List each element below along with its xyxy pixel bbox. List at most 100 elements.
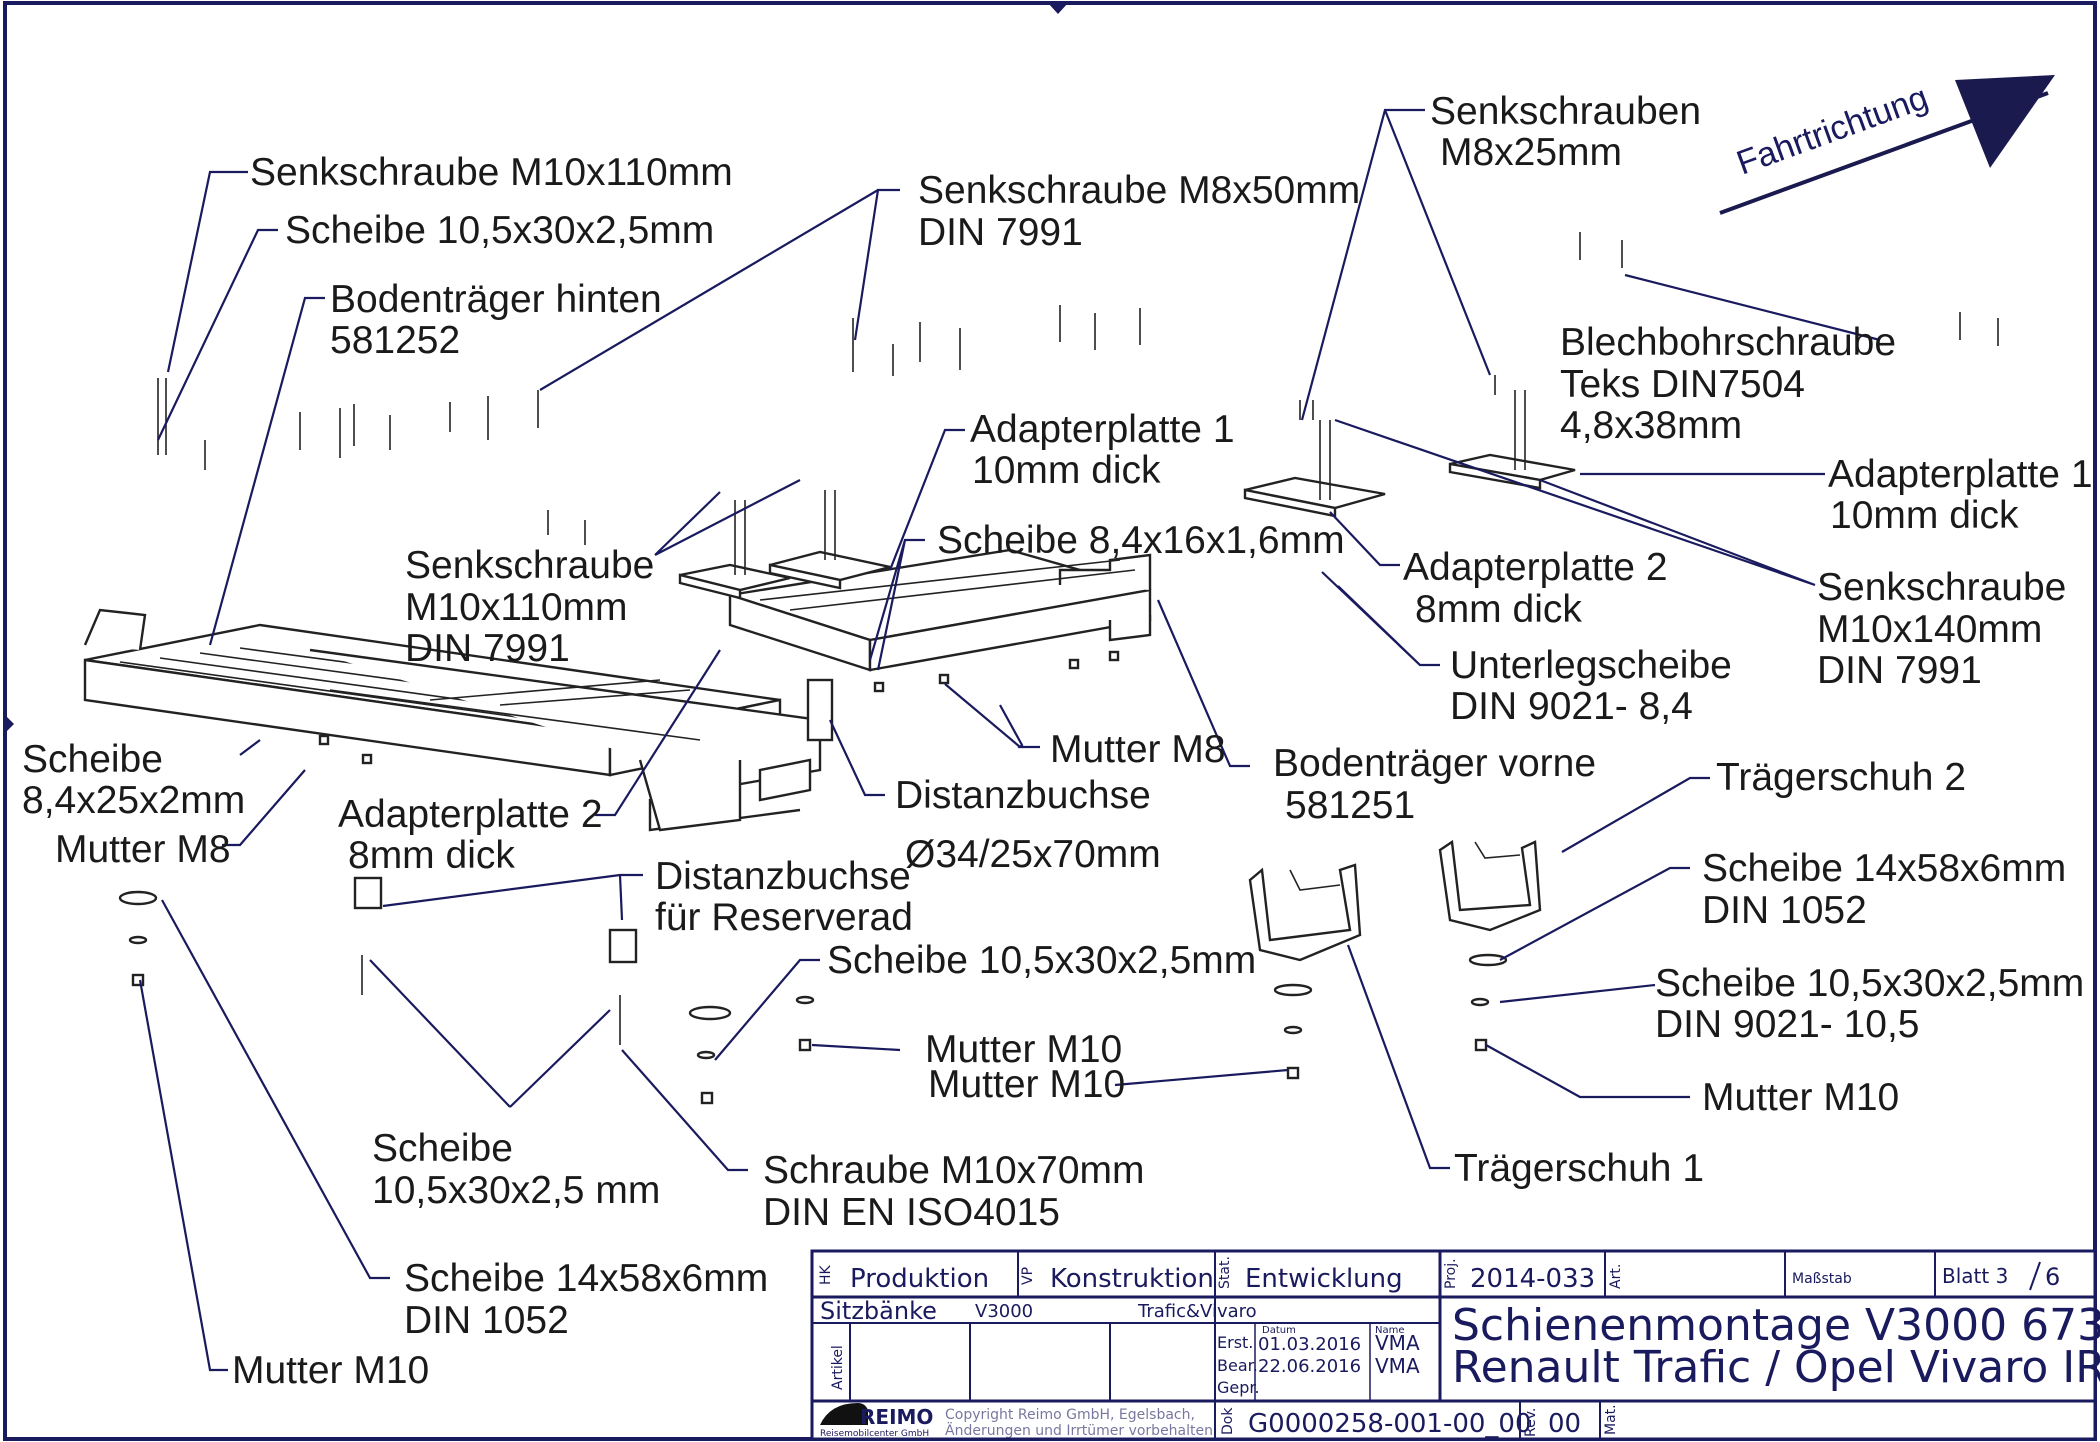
label-scheibe-8-4x16: Scheibe 8,4x16x1,6mm — [937, 519, 1345, 562]
label-senkschraube-m10x110-mid-size: M10x110mm — [405, 586, 628, 629]
direction-arrow-icon — [1955, 75, 2055, 168]
label-mutter-m8-mid: Mutter M8 — [1050, 728, 1226, 771]
direction-label: Fahrtrichtung — [1732, 78, 1933, 182]
label-mutter-m10-a: Mutter M10 — [925, 1028, 1122, 1071]
tb-date-erst: 01.03.2016 — [1258, 1334, 1361, 1355]
tb-title-line-2: Renault Trafic / Opel Vivaro IR — [1452, 1342, 2100, 1393]
label-senkschraube-m10x110-top: Senkschraube M10x110mm — [250, 151, 733, 194]
tb-massstab: Maßstab — [1792, 1271, 1852, 1287]
label-senkschraube-m8x50: Senkschraube M8x50mm — [918, 169, 1360, 212]
label-scheibe-10-5-right: Scheibe 10,5x30x2,5mm — [1655, 962, 2084, 1005]
tb-name: Name — [1375, 1325, 1405, 1336]
label-senkschrauben-m8x25: Senkschrauben — [1430, 90, 1701, 133]
tb-blatt-of: 6 — [2045, 1263, 2060, 1291]
label-unterlegscheibe: Unterlegscheibe — [1450, 644, 1732, 687]
label-distanzbuchse-dim: Ø34/25x70mm — [905, 833, 1161, 876]
tb-title-line-1: Schienenmontage V3000 673 rechts — [1452, 1300, 2100, 1351]
label-mutter-m10-left: Mutter M10 — [232, 1349, 429, 1392]
label-bodentraeger-vorne: Bodenträger vorne — [1273, 742, 1596, 785]
svg-text:REIMO: REIMO — [860, 1405, 933, 1429]
label-adapterplatte1-mid: Adapterplatte 1 — [970, 408, 1235, 451]
title-block: HK Produktion VP Konstruktion Stat. Entw… — [810, 1249, 2100, 1441]
label-scheibe-14x58-right: Scheibe 14x58x6mm — [1702, 847, 2066, 890]
tb-sitzbaenke: Sitzbänke — [820, 1297, 937, 1325]
support-bracket-2 — [1438, 839, 1542, 932]
tb-hk-tag: HK — [818, 1264, 834, 1285]
tb-proj: 2014-033 — [1470, 1264, 1595, 1294]
label-senkschrauben-m8x25-size: M8x25mm — [1440, 131, 1622, 174]
label-senkschraube-m10x140-size: M10x140mm — [1817, 608, 2042, 651]
tb-v3000: V3000 — [975, 1301, 1033, 1322]
tb-copyright-1: Copyright Reimo GmbH, Egelsbach, — [945, 1407, 1195, 1423]
label-adapterplatte1-mid-thickness: 10mm dick — [972, 449, 1161, 492]
tb-datum: Datum — [1262, 1325, 1296, 1336]
label-senkschraube-m10x110-mid-din: DIN 7991 — [405, 627, 570, 670]
tb-trafic-vivaro: Trafic&Vivaro — [1137, 1301, 1257, 1322]
reimo-logo: REIMO Reisemobilcenter GmbH — [820, 1403, 933, 1439]
floor-beam-rear — [83, 608, 822, 832]
svg-text:Reisemobilcenter GmbH: Reisemobilcenter GmbH — [820, 1429, 929, 1439]
spacer-bushes — [353, 678, 834, 964]
label-bodentraeger-vorne-nr: 581251 — [1285, 784, 1415, 827]
label-schraube-m10x70-din: DIN EN ISO4015 — [763, 1191, 1060, 1234]
label-scheibe-10-5-right-din: DIN 9021- 10,5 — [1655, 1003, 1920, 1046]
center-mark-left — [5, 715, 14, 733]
label-mutter-m8-left: Mutter M8 — [55, 828, 231, 871]
tb-blatt: Blatt 3 — [1942, 1264, 2008, 1288]
label-scheibe-8-4x25-size: 8,4x25x2mm — [22, 779, 245, 822]
label-scheibe-10-5-bottom-size: 10,5x30x2,5 mm — [372, 1169, 660, 1212]
label-blechbohrschraube-size: 4,8x38mm — [1560, 404, 1742, 447]
tb-bear: Bear. — [1217, 1356, 1258, 1375]
label-adapterplatte2-right-thickness: 8mm dick — [1415, 588, 1582, 631]
tb-dok-tag: Dok — [1220, 1407, 1236, 1435]
tb-rev-tag: Rev. — [1523, 1408, 1539, 1437]
tb-blatt-slash — [2029, 1261, 2041, 1291]
label-adapterplatte2-left-thickness: 8mm dick — [348, 834, 515, 877]
label-senkschraube-m10x110-mid: Senkschraube — [405, 544, 654, 587]
direction-indicator: Fahrtrichtung — [1719, 75, 2055, 215]
label-mutter-m10-b: Mutter M10 — [928, 1063, 1125, 1106]
label-scheibe-10-5-top: Scheibe 10,5x30x2,5mm — [285, 209, 714, 252]
label-scheibe-14x58-left: Scheibe 14x58x6mm — [404, 1257, 768, 1300]
label-distanzbuchse: Distanzbuchse — [895, 774, 1151, 817]
callout-labels: Senkschraube M10x110mm Scheibe 10,5x30x2… — [22, 90, 2093, 1392]
tb-proj-tag: Proj. — [1443, 1258, 1459, 1289]
tb-dok: G0000258-001-00_00 — [1248, 1409, 1532, 1439]
center-mark-top — [1048, 3, 1068, 14]
tb-copyright-2: Änderungen und Irrtümer vorbehalten — [945, 1421, 1213, 1439]
tb-rev: 00 — [1548, 1409, 1581, 1439]
label-scheibe-14x58-left-din: DIN 1052 — [404, 1299, 569, 1342]
label-adapterplatte2-right: Adapterplatte 2 — [1403, 546, 1668, 589]
label-blechbohrschraube-teks: Teks DIN7504 — [1560, 363, 1805, 406]
label-senkschraube-m10x140: Senkschraube — [1817, 566, 2066, 609]
label-traegerschuh-1: Trägerschuh 1 — [1454, 1147, 1704, 1190]
label-unterlegscheibe-din: DIN 9021- 8,4 — [1450, 685, 1693, 728]
tb-name-erst: VMA — [1375, 1331, 1420, 1355]
label-traegerschuh-2: Trägerschuh 2 — [1716, 756, 1966, 799]
label-senkschraube-m10x140-din: DIN 7991 — [1817, 649, 1982, 692]
label-bodentraeger-hinten: Bodenträger hinten — [330, 278, 662, 321]
parts — [83, 232, 1999, 1105]
tb-artikel: Artikel — [830, 1345, 846, 1390]
label-adapterplatte1-right: Adapterplatte 1 — [1828, 453, 2093, 496]
tb-mat-tag: Mat. — [1603, 1404, 1619, 1435]
label-scheibe-8-4x25: Scheibe — [22, 738, 163, 781]
tb-gepr: Gepr. — [1217, 1378, 1260, 1397]
tb-date-bear: 22.06.2016 — [1258, 1356, 1361, 1377]
label-scheibe-10-5-mid: Scheibe 10,5x30x2,5mm — [827, 939, 1256, 982]
label-adapterplatte1-right-thickness: 10mm dick — [1830, 494, 2019, 537]
support-bracket-1 — [1248, 863, 1362, 962]
tb-st-tag: Stat. — [1217, 1256, 1233, 1289]
adapter-plates-right — [1243, 390, 1576, 518]
nuts — [131, 650, 1488, 1105]
tb-name-bear: VMA — [1375, 1354, 1420, 1378]
label-distanzbuchse-reserverad: Distanzbuchse — [655, 855, 911, 898]
label-mutter-m10-right: Mutter M10 — [1702, 1076, 1899, 1119]
countersunk-screws — [299, 232, 1999, 545]
label-schraube-m10x70: Schraube M10x70mm — [763, 1149, 1145, 1192]
tb-art-tag: Art. — [1608, 1264, 1624, 1289]
tb-st: Entwicklung — [1245, 1264, 1403, 1294]
washers — [118, 890, 1508, 1060]
label-scheibe-14x58-right-din: DIN 1052 — [1702, 889, 1867, 932]
